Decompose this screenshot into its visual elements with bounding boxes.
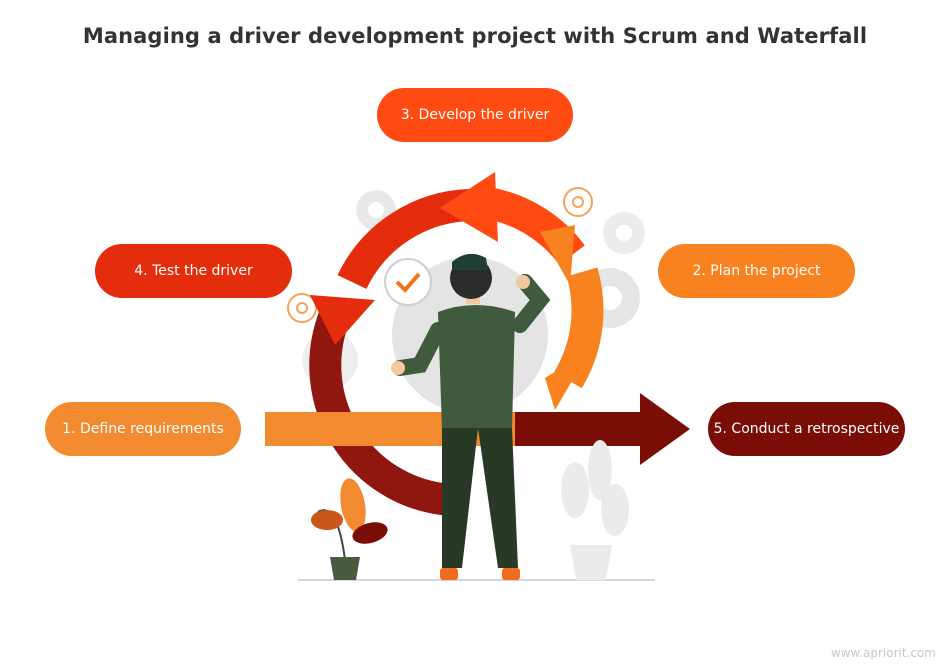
plant-illustration bbox=[311, 478, 388, 580]
checkmark-icon bbox=[384, 258, 432, 306]
step-3-develop-the-driver: 3. Develop the driver bbox=[377, 88, 573, 142]
arrow-head bbox=[545, 350, 590, 410]
step-4-test-the-driver: 4. Test the driver bbox=[95, 244, 292, 298]
plant-illustration bbox=[561, 440, 629, 580]
waterfall-arrow-head bbox=[640, 393, 690, 465]
gear-icon bbox=[563, 187, 593, 217]
step-2-plan-the-project: 2. Plan the project bbox=[658, 244, 855, 298]
gear-icon bbox=[287, 293, 317, 323]
arrow-head bbox=[440, 172, 498, 242]
page-title: Managing a driver development project wi… bbox=[82, 24, 868, 48]
gear-icon bbox=[603, 212, 645, 254]
person-illustration bbox=[391, 253, 551, 580]
arrow-head bbox=[540, 225, 575, 285]
watermark: www.apriorit.com bbox=[830, 646, 936, 660]
arrow-head bbox=[310, 295, 375, 345]
step-1-define-requirements: 1. Define requirements bbox=[45, 402, 241, 456]
step-5-conduct-a-retrospective: 5. Conduct a retrospective bbox=[708, 402, 905, 456]
